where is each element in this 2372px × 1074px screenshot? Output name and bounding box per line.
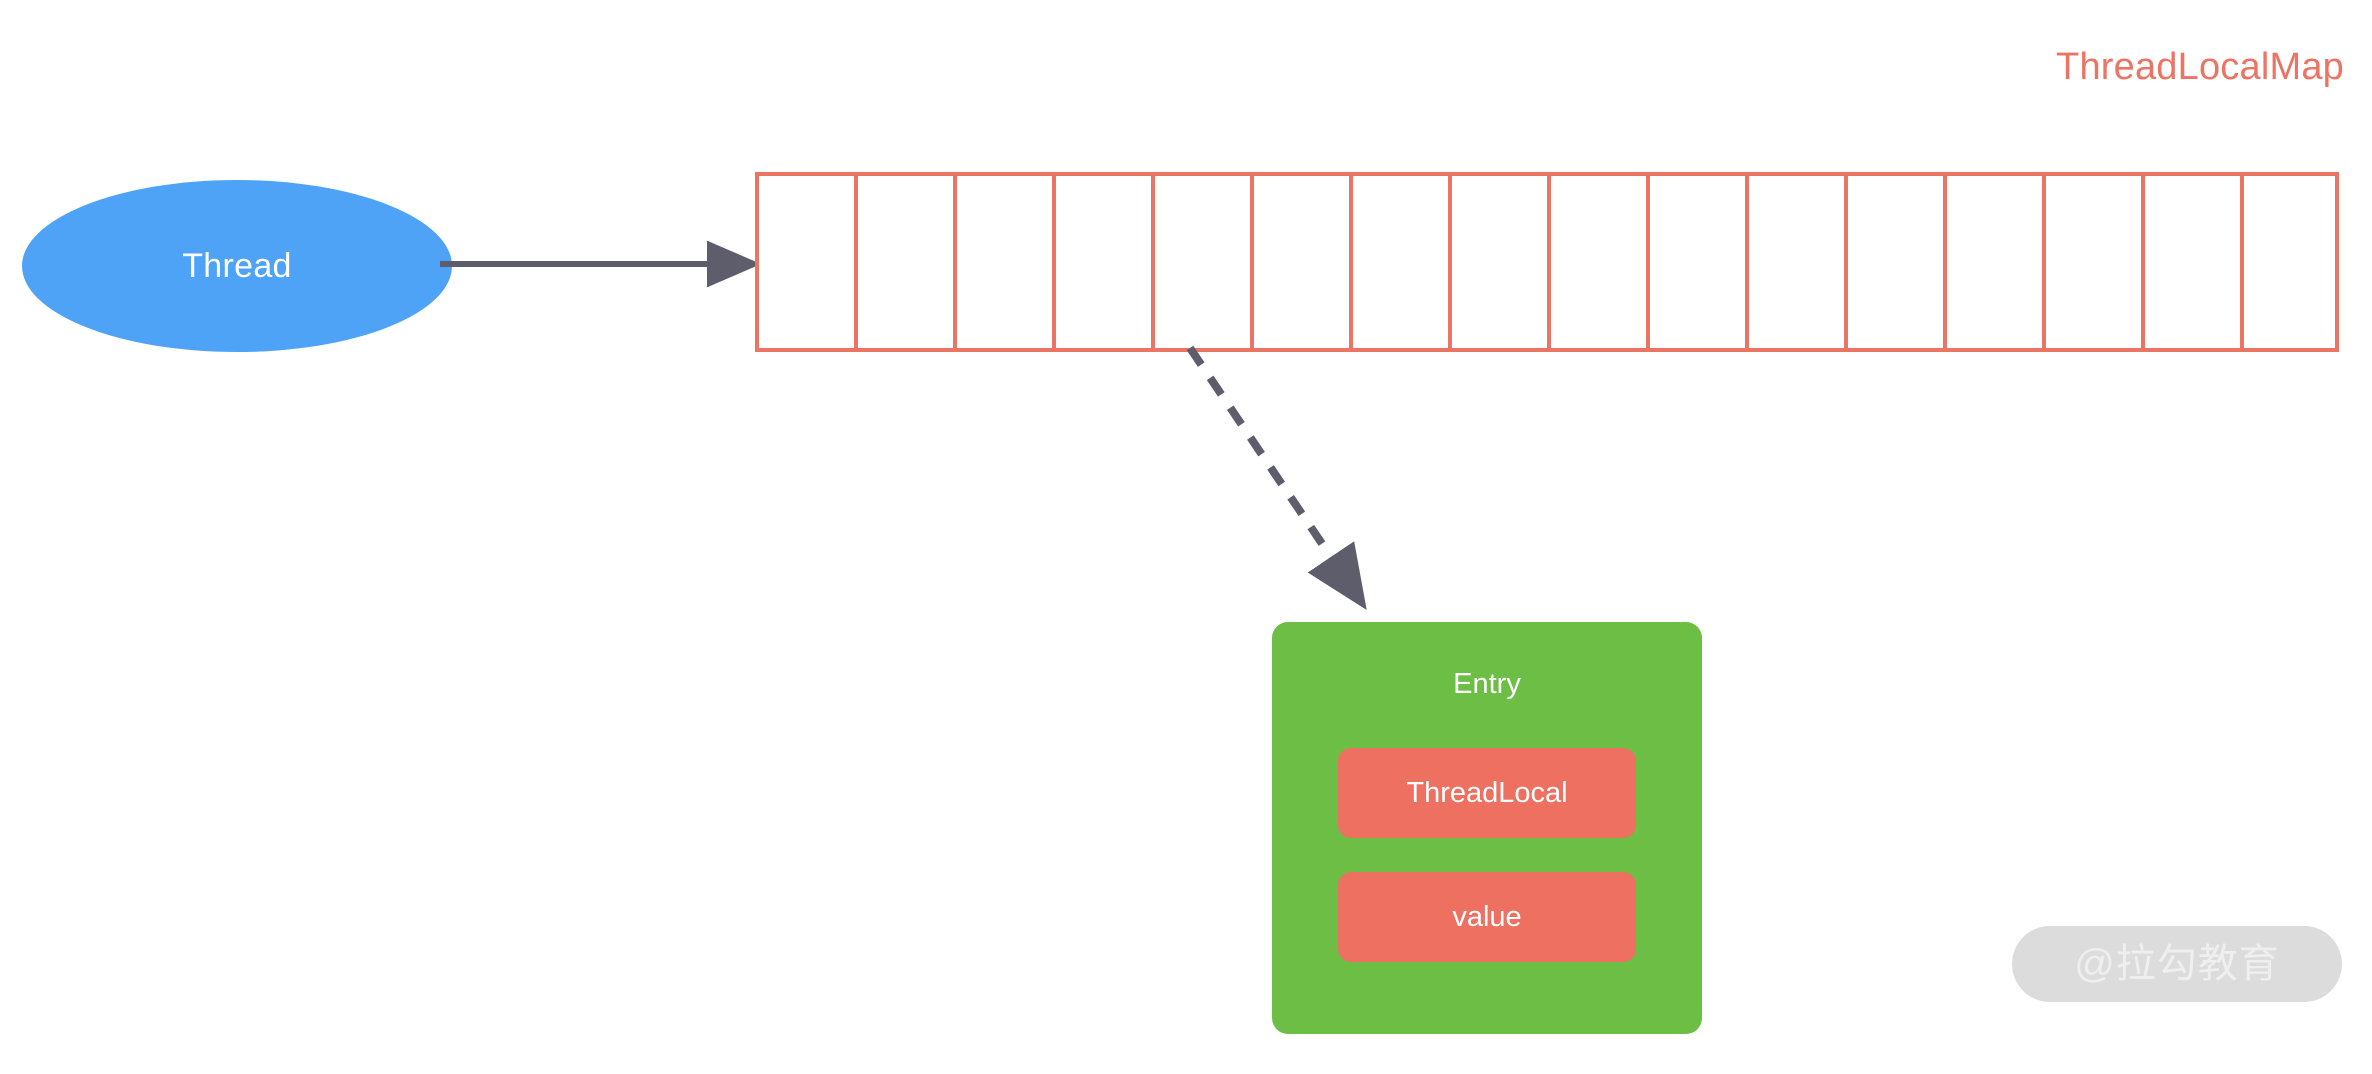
array-slot[interactable]: [1448, 172, 1547, 352]
array-slot[interactable]: [1547, 172, 1646, 352]
watermark-text: @拉勾教育: [2074, 942, 2280, 986]
thread-node-label: Thread: [182, 247, 292, 285]
entry-field-value: value: [1338, 872, 1636, 962]
entry-box: Entry ThreadLocal value: [1272, 622, 1702, 1034]
page-title: ThreadLocalMap: [2056, 46, 2344, 88]
thread-node: Thread: [22, 180, 452, 352]
array-slot[interactable]: [953, 172, 1052, 352]
entry-title: Entry: [1453, 668, 1521, 700]
array-slot[interactable]: [2042, 172, 2141, 352]
array-slot[interactable]: [1646, 172, 1745, 352]
watermark-badge: @拉勾教育: [2012, 926, 2342, 1002]
thread-to-map-arrow: [440, 240, 761, 288]
entry-field-threadlocal: ThreadLocal: [1338, 748, 1636, 838]
array-slot[interactable]: [755, 172, 854, 352]
array-slot[interactable]: [1151, 172, 1250, 352]
entry-field-value-label: value: [1452, 900, 1522, 933]
array-slot[interactable]: [1250, 172, 1349, 352]
array-slot[interactable]: [854, 172, 953, 352]
slot-to-entry-arrow: [1186, 345, 1367, 610]
entry-field-threadlocal-label: ThreadLocal: [1406, 776, 1568, 809]
array-slot[interactable]: [1052, 172, 1151, 352]
array-slot[interactable]: [2141, 172, 2240, 352]
array-slot[interactable]: [1844, 172, 1943, 352]
array-slot[interactable]: [2240, 172, 2339, 352]
array-slot[interactable]: [1349, 172, 1448, 352]
array-slot[interactable]: [1943, 172, 2042, 352]
threadlocalmap-array: [755, 172, 2339, 352]
array-slot[interactable]: [1745, 172, 1844, 352]
